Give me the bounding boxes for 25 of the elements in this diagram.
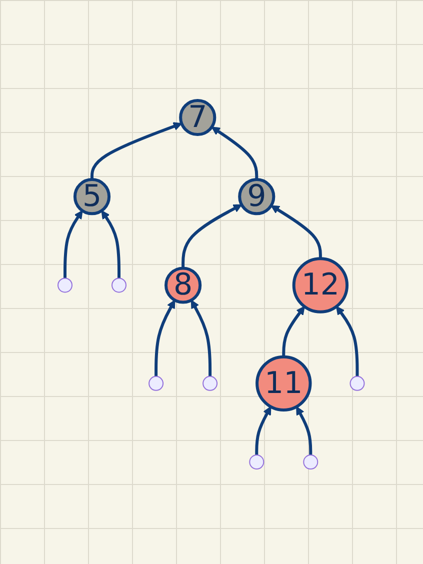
arrow [64, 210, 84, 278]
arrow [256, 406, 272, 455]
node-circle [58, 278, 73, 293]
node-circle: 12 [292, 257, 349, 314]
node-circle: 9 [238, 178, 276, 216]
arrow [90, 122, 182, 180]
node-circle [112, 278, 127, 293]
arrow [102, 210, 121, 278]
arrow [154, 300, 176, 376]
arrow [271, 205, 322, 259]
arrow [282, 306, 306, 357]
node-circle: 7 [179, 98, 217, 136]
node-circle: 5 [74, 178, 111, 216]
arrow [336, 306, 360, 376]
arrow [182, 204, 242, 268]
node-circle [250, 454, 265, 470]
arrow [191, 300, 212, 376]
node-circle: 11 [256, 355, 312, 412]
node-circle [304, 454, 319, 470]
arrow [296, 406, 313, 455]
node-circle [202, 376, 218, 391]
node-circle [350, 376, 366, 391]
arrow [212, 126, 259, 180]
node-circle [148, 376, 164, 391]
node-circle: 8 [164, 266, 202, 304]
